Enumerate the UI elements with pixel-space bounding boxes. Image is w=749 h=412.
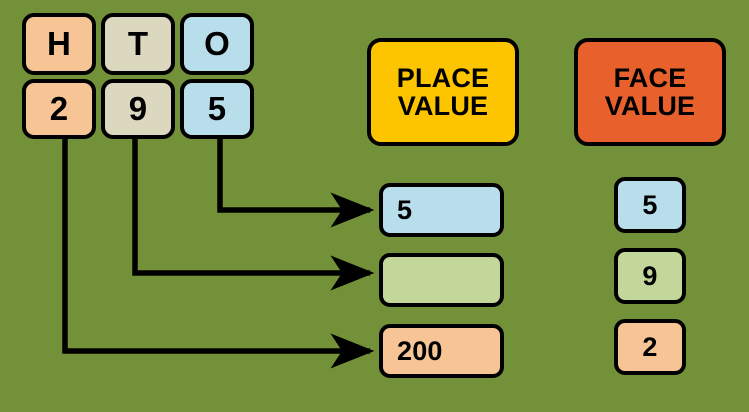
place-value-header-line1: PLACE <box>396 62 490 93</box>
place-value-header: PLACE VALUE <box>367 38 519 146</box>
digit-tile-tens-label: 9 <box>128 89 148 127</box>
connector-ones-to-place-value <box>217 138 375 228</box>
column-header-ones: O <box>180 13 254 75</box>
face-value-header-line2: VALUE <box>604 91 696 121</box>
digit-tile-ones: 5 <box>180 79 254 139</box>
face-value-box-ones[interactable]: 5 <box>614 177 686 233</box>
face-value-box-hundreds[interactable]: 2 <box>614 319 686 375</box>
place-value-box-tens[interactable] <box>379 253 504 307</box>
place-value-box-hundreds[interactable]: 200 <box>379 324 504 378</box>
face-value-box-hundreds-label: 2 <box>642 331 658 362</box>
place-value-box-hundreds-label: 200 <box>397 335 443 366</box>
connector-hundreds-to-place-value <box>62 138 375 369</box>
column-header-hundreds-label: H <box>46 24 72 62</box>
face-value-box-tens[interactable]: 9 <box>614 248 686 304</box>
connector-tens-to-place-value <box>132 138 375 291</box>
place-value-box-ones-label: 5 <box>397 194 413 225</box>
column-header-tens-label: T <box>127 24 149 62</box>
digit-tile-tens: 9 <box>101 79 175 139</box>
column-header-ones-label: O <box>204 24 230 62</box>
face-value-header: FACE VALUE <box>574 38 726 146</box>
column-header-tens: T <box>101 13 175 75</box>
digit-tile-hundreds: 2 <box>22 79 96 139</box>
column-header-hundreds: H <box>22 13 96 75</box>
place-value-header-line2: VALUE <box>397 91 489 121</box>
face-value-box-tens-label: 9 <box>642 260 658 291</box>
face-value-header-line1: FACE <box>613 62 687 93</box>
face-value-box-ones-label: 5 <box>642 189 658 220</box>
digit-tile-ones-label: 5 <box>207 89 227 127</box>
digit-tile-hundreds-label: 2 <box>49 89 69 127</box>
place-value-box-ones[interactable]: 5 <box>379 183 504 237</box>
